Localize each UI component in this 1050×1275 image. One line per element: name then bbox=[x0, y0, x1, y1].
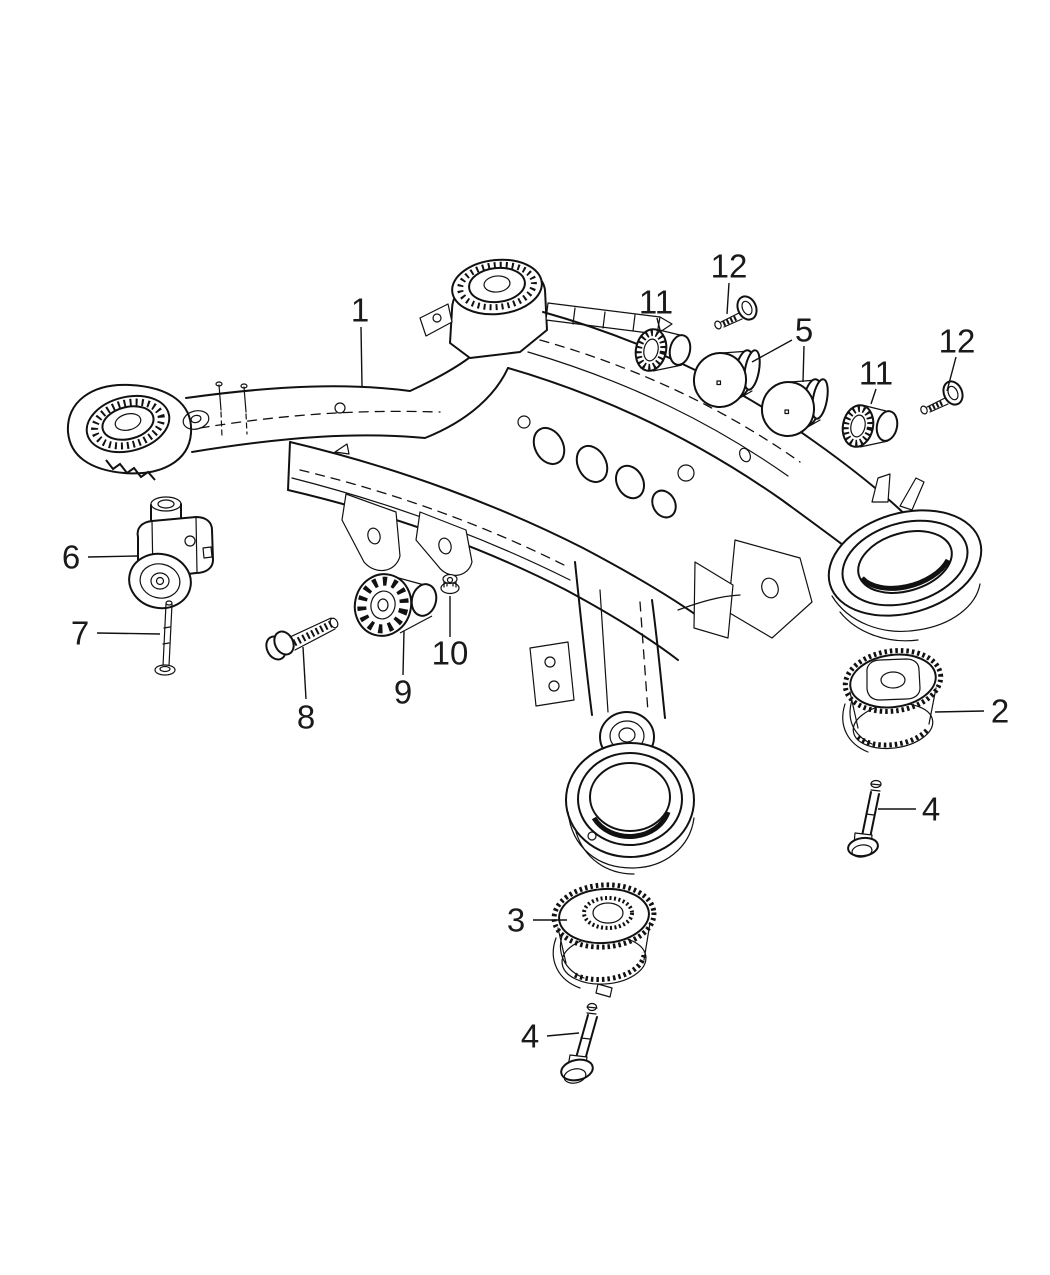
callout-12-left: 12 bbox=[711, 248, 748, 315]
callout-number: 2 bbox=[991, 693, 1009, 730]
callout-number: 4 bbox=[922, 791, 940, 828]
lower-ring bbox=[565, 742, 695, 875]
part-cradle-bushing-3 bbox=[551, 882, 657, 998]
callout-layer: 1 12 11 5 11 12 6 7 8 9 10 2 4 3 4 bbox=[62, 248, 1009, 1055]
callout-leader-line bbox=[360, 326, 363, 387]
callout-1: 1 bbox=[351, 292, 369, 387]
callout-leader-line bbox=[87, 555, 139, 558]
part-cradle-bushing-2 bbox=[842, 648, 944, 753]
callout-number: 8 bbox=[297, 699, 315, 736]
part-nut bbox=[440, 573, 460, 595]
callout-number: 11 bbox=[859, 355, 893, 392]
callout-number: 1 bbox=[351, 292, 369, 329]
part-bolt-4-bottom bbox=[560, 1002, 598, 1084]
part-damper bbox=[128, 496, 214, 610]
callout-11-left: 11 bbox=[639, 284, 673, 331]
top-mount-tower bbox=[419, 258, 673, 359]
callout-4-bottom: 4 bbox=[521, 1018, 580, 1055]
callout-leader-line bbox=[946, 356, 957, 392]
callout-leader-line bbox=[302, 646, 307, 700]
callout-leader-line bbox=[402, 630, 405, 676]
part-isolator-bushing-b bbox=[760, 378, 829, 437]
part-bushing-9 bbox=[353, 573, 438, 637]
callout-2: 2 bbox=[934, 693, 1009, 730]
callout-8: 8 bbox=[297, 646, 315, 736]
callout-number: 5 bbox=[795, 312, 813, 349]
callout-leader-line bbox=[751, 339, 793, 363]
part-isolator-bushing-a bbox=[692, 349, 761, 408]
callout-9: 9 bbox=[394, 630, 412, 711]
right-arm-ring bbox=[827, 473, 983, 642]
callout-10: 10 bbox=[432, 596, 469, 672]
part-bolt-8 bbox=[265, 617, 339, 661]
web-lightening-holes bbox=[517, 415, 695, 519]
callout-leader-line bbox=[656, 317, 661, 331]
callout-leader-line bbox=[546, 1032, 580, 1037]
callout-leader-line bbox=[802, 345, 805, 383]
part-bolt-12-left bbox=[714, 295, 758, 330]
callout-number: 12 bbox=[939, 323, 976, 360]
callout-number: 10 bbox=[432, 635, 469, 672]
lower-brackets bbox=[677, 539, 813, 639]
part-bushing-11-left bbox=[634, 328, 692, 372]
callout-6: 6 bbox=[62, 539, 139, 576]
part-bushing-11-right bbox=[841, 404, 899, 448]
callout-leader-line bbox=[934, 710, 985, 713]
left-bushing-boss bbox=[66, 383, 210, 481]
left-arm bbox=[185, 335, 509, 455]
callout-number: 3 bbox=[507, 902, 525, 939]
cradle-frame-drawing bbox=[66, 258, 983, 875]
callout-leader-line bbox=[726, 282, 730, 315]
callout-leader-line bbox=[870, 388, 877, 405]
callout-number: 11 bbox=[639, 284, 673, 321]
front-lower-beam bbox=[287, 441, 707, 661]
callout-11-right: 11 bbox=[859, 355, 893, 405]
callout-7: 7 bbox=[71, 615, 161, 652]
lower-leg bbox=[529, 561, 666, 763]
callout-leader-line bbox=[96, 632, 161, 635]
callout-number: 9 bbox=[394, 674, 412, 711]
callout-12-right: 12 bbox=[939, 323, 976, 392]
callout-number: 7 bbox=[71, 615, 89, 652]
part-bolt-12-right bbox=[920, 380, 964, 415]
callout-number: 6 bbox=[62, 539, 80, 576]
callout-4-right: 4 bbox=[878, 791, 940, 828]
part-bolt-4-right bbox=[847, 779, 882, 858]
callout-3: 3 bbox=[507, 902, 567, 939]
part-stud-bolt bbox=[154, 600, 176, 676]
callout-number: 4 bbox=[521, 1018, 539, 1055]
callout-number: 12 bbox=[711, 248, 748, 285]
callout-5: 5 bbox=[751, 312, 813, 383]
